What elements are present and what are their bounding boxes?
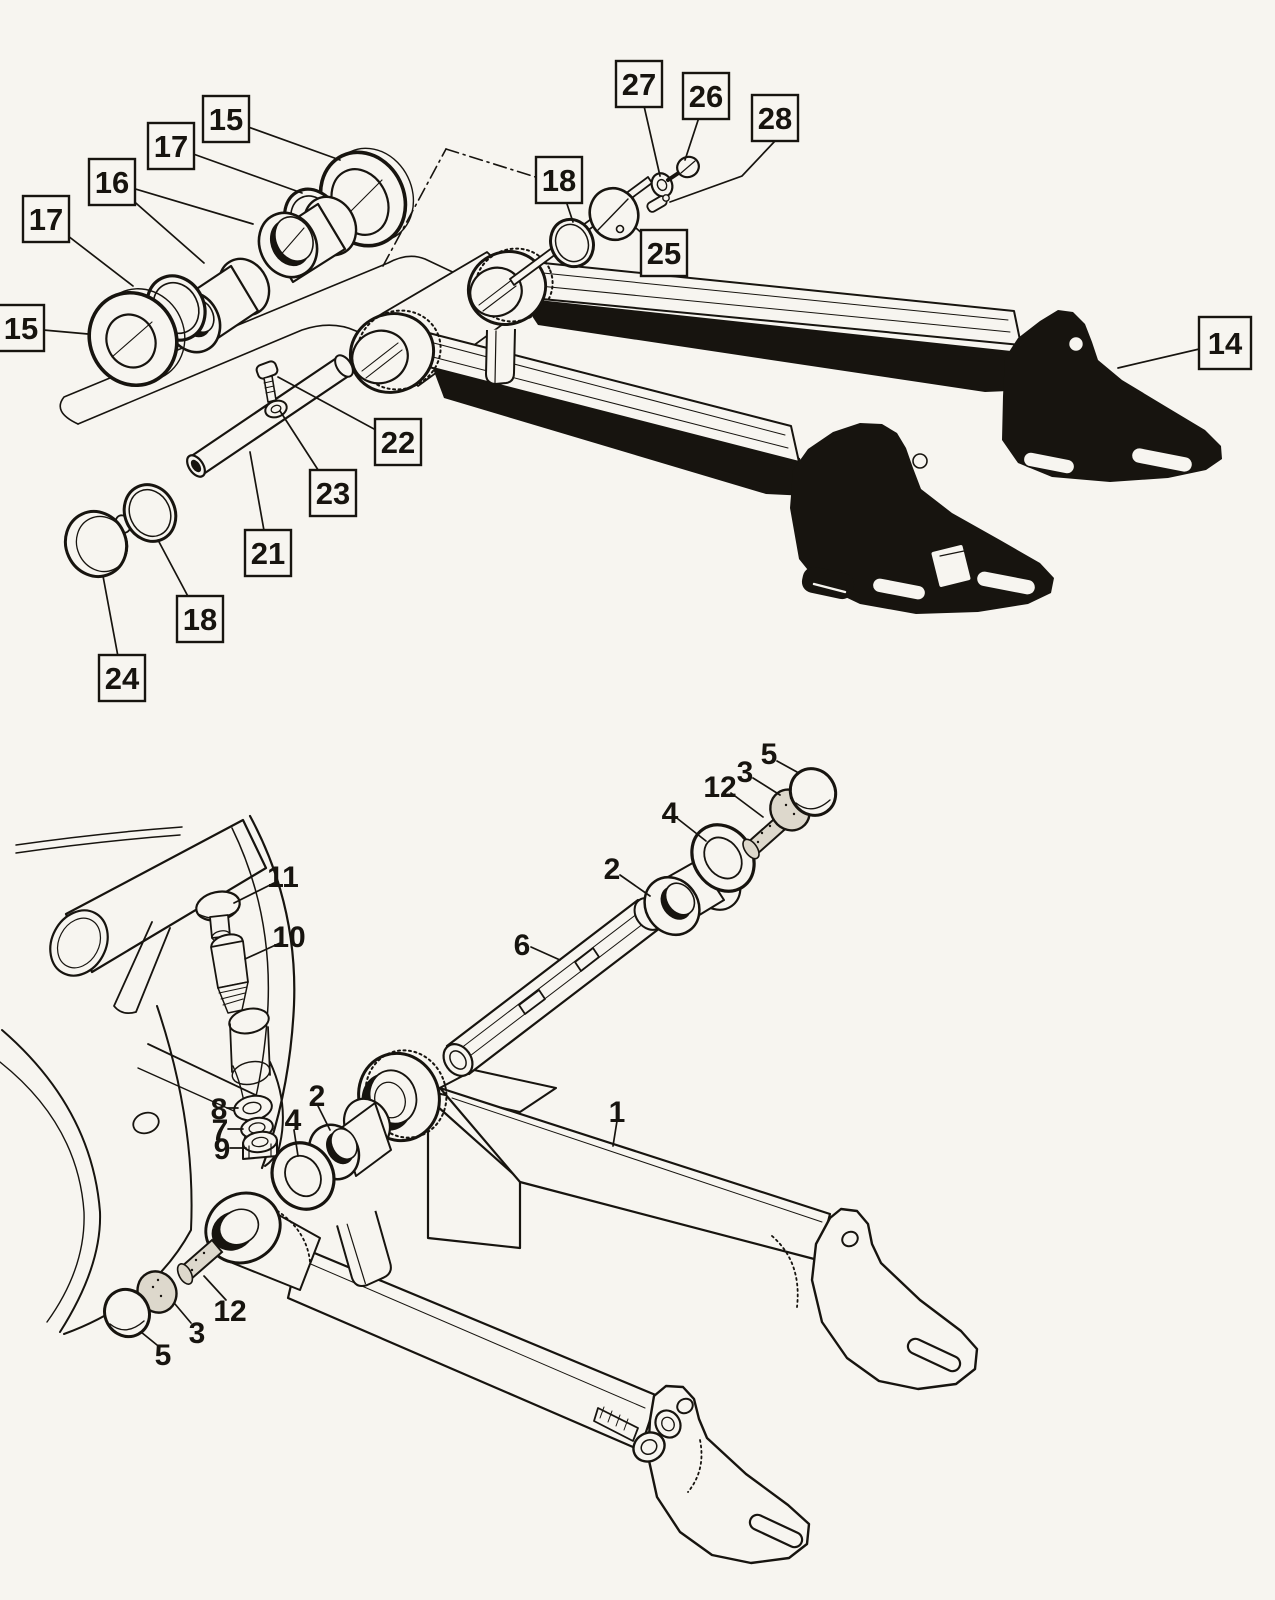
axle-plate-right: [810, 1207, 979, 1391]
callout-17-upper: 17: [154, 129, 188, 164]
leader-2-right: [619, 874, 651, 897]
callout-2-right: 2: [604, 853, 621, 886]
callout-4-right: 4: [662, 797, 679, 830]
bottom-leader-lines: [140, 760, 798, 1346]
shaft-body: [445, 898, 662, 1076]
adjuster-fasteners: [195, 890, 278, 1160]
pivot-shaft-group: [63, 354, 354, 578]
callout-2-left: 2: [309, 1080, 326, 1113]
axle-nut: [632, 1431, 666, 1463]
callout-5-right: 5: [761, 738, 778, 771]
callout-10: 10: [272, 921, 305, 954]
leader-1: [612, 1120, 618, 1147]
callout-4-left: 4: [285, 1104, 302, 1137]
callout-box-18-lower: [175, 594, 225, 644]
crossmember: [426, 1096, 522, 1250]
brake-stay-bracket-bottom: [336, 1210, 392, 1288]
callout-3-right: 3: [737, 756, 754, 789]
leader-3-left: [174, 1303, 192, 1324]
top-diagram: 15 17 16 17 15 18 27 26 28 25 14 22 23 21 18 24: [0, 59, 1253, 703]
callout-16: 16: [95, 165, 129, 200]
leader-5-left: [140, 1331, 158, 1346]
callout-3-left: 3: [189, 1317, 206, 1350]
bushing-set-lower: [87, 257, 271, 388]
callout-7: 7: [212, 1114, 229, 1147]
callout-box-23: [308, 468, 358, 518]
frame-hole: [132, 1111, 160, 1135]
bushing-set-upper: [257, 147, 415, 284]
leader-6: [530, 946, 561, 961]
callout-box-22: [373, 417, 423, 467]
frame-section: [0, 814, 296, 1335]
axle-stud: [593, 1407, 639, 1442]
callout-11: 11: [267, 861, 299, 894]
brake-stay-bracket: [485, 328, 516, 385]
callout-28: 28: [758, 101, 792, 136]
callout-15-upper: 15: [209, 102, 243, 137]
callout-box-14: [1197, 315, 1253, 371]
pin-assembly: [509, 155, 700, 286]
axle-plate-14-upper: [1002, 310, 1222, 482]
callout-box-26: [681, 71, 731, 121]
bottom-swingarm: [204, 1049, 979, 1565]
top-callout-labels: 15 17 16 17 15 18 27 26 28 25 14 22 23 21 18 24: [0, 59, 1253, 703]
top-swingarm: [348, 247, 1222, 614]
callout-25: 25: [647, 236, 681, 271]
leader-3-right: [752, 777, 781, 796]
callout-21: 21: [251, 536, 285, 571]
callout-box-25: [639, 228, 689, 278]
callout-12-left: 12: [213, 1295, 246, 1328]
leader-2-left: [317, 1105, 331, 1131]
callout-8: 8: [211, 1093, 228, 1126]
callout-box-21: [243, 528, 293, 578]
axle-washer: [654, 1409, 682, 1439]
callout-17-left: 17: [29, 202, 63, 237]
callout-box-24: [97, 653, 147, 703]
leader-10: [244, 942, 281, 960]
callout-26: 26: [689, 79, 723, 114]
callout-9: 9: [214, 1133, 231, 1166]
callout-14: 14: [1208, 326, 1243, 361]
leader-11: [233, 882, 275, 904]
callout-1: 1: [609, 1096, 626, 1129]
callout-box-16: [87, 157, 137, 207]
leader-12-left: [203, 1275, 227, 1301]
axle-plate-14-lower: [790, 423, 1054, 614]
bushing-kit-left: [103, 1097, 392, 1339]
leader-5-right: [776, 760, 798, 773]
callout-22: 22: [381, 425, 415, 460]
callout-6: 6: [514, 929, 531, 962]
callout-box-15-left: [0, 303, 46, 353]
callout-12-right: 12: [703, 771, 736, 804]
leader-12-right: [730, 792, 764, 818]
leader-28: [669, 140, 776, 203]
leader-4-right: [677, 818, 707, 842]
callout-box-27: [614, 59, 664, 109]
bushing-kit-right: [643, 767, 838, 936]
callout-27: 27: [622, 67, 656, 102]
phantom-frame-outline: [59, 148, 566, 425]
callout-5-left: 5: [155, 1339, 172, 1372]
callout-box-15-upper: [201, 94, 251, 144]
seal-ring-4-left: [270, 1141, 336, 1211]
callout-box-28: [750, 93, 800, 143]
callout-box-18-upper: [534, 155, 584, 205]
callout-18-upper: 18: [542, 163, 576, 198]
callout-23: 23: [316, 476, 350, 511]
ring-18-lower: [122, 483, 178, 543]
callout-18-lower: 18: [183, 602, 217, 637]
lower-arm-shadow: [432, 366, 808, 496]
callout-box-17-upper: [146, 121, 196, 171]
callout-15-left: 15: [4, 311, 38, 346]
leader-4-left: [293, 1129, 299, 1157]
chain-adjuster-block: [929, 543, 973, 589]
upper-arm-shadow: [520, 298, 1030, 392]
callout-box-17-left: [21, 194, 71, 244]
callout-24: 24: [105, 661, 140, 696]
pivot-shaft-6: [442, 897, 665, 1077]
